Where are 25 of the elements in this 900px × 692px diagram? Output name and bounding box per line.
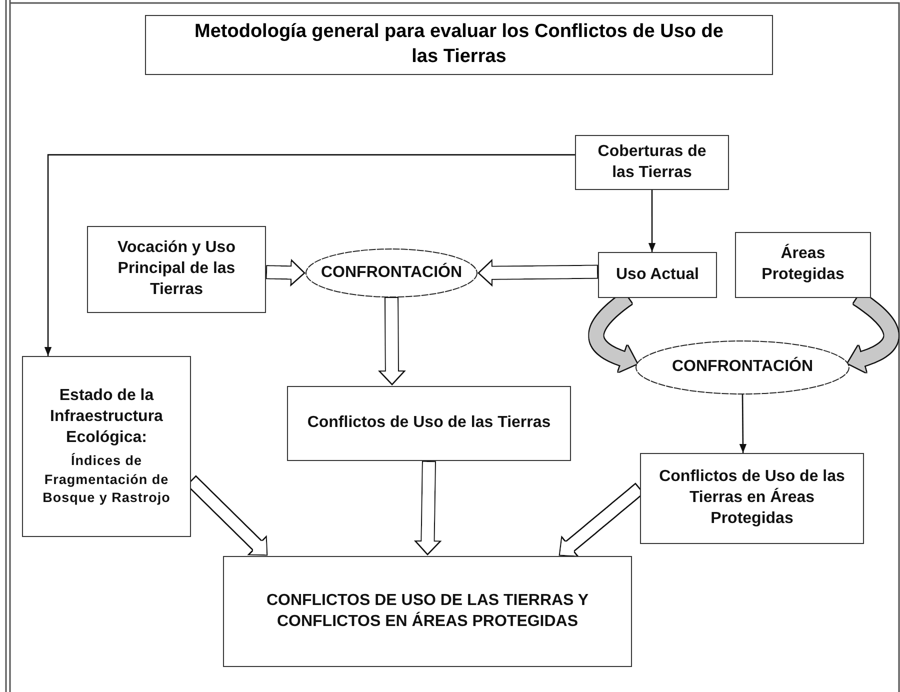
- node-label: Vocación y Uso Principal de las Tierras: [116, 238, 236, 300]
- process-box: [22, 356, 191, 537]
- node-label: CONFRONTACIÓN: [670, 357, 814, 378]
- block-arrow: [478, 258, 599, 287]
- process-box: [640, 453, 864, 544]
- node-label: Coberturas de las Tierras: [596, 142, 708, 182]
- node-label: CONFLICTOS DE USO DE LAS TIERRAS Y CONFLICTOS EN ÁREAS PROTEGIDAS: [265, 590, 590, 632]
- arrow: [648, 190, 656, 252]
- block-arrow: [414, 458, 442, 556]
- node-label: Uso Actual: [615, 264, 700, 285]
- node-label: Conflictos de Uso de las Tierras en Áreas Protegidas: [658, 467, 846, 529]
- process-box: [598, 252, 717, 298]
- process-box: [287, 386, 571, 461]
- diagram-title: Metodología general para evaluar los Conflictos de Uso de las Tierras: [145, 15, 773, 75]
- process-box: [223, 556, 632, 667]
- arrow: [739, 394, 747, 453]
- node-label: CONFRONTACIÓN: [320, 262, 464, 283]
- process-box: [575, 135, 729, 190]
- arrow: [44, 154, 575, 356]
- node-label: Áreas Protegidas: [760, 244, 846, 285]
- process-box: [735, 232, 871, 298]
- node-label: Conflictos de Uso de las Tierras: [306, 413, 552, 434]
- node-label: Estado de la Infraestructura Ecológica:: [49, 386, 164, 448]
- process-box: [87, 226, 266, 313]
- node-subtext: Índices de Fragmentación de Bosque y Rastrojo: [42, 452, 172, 507]
